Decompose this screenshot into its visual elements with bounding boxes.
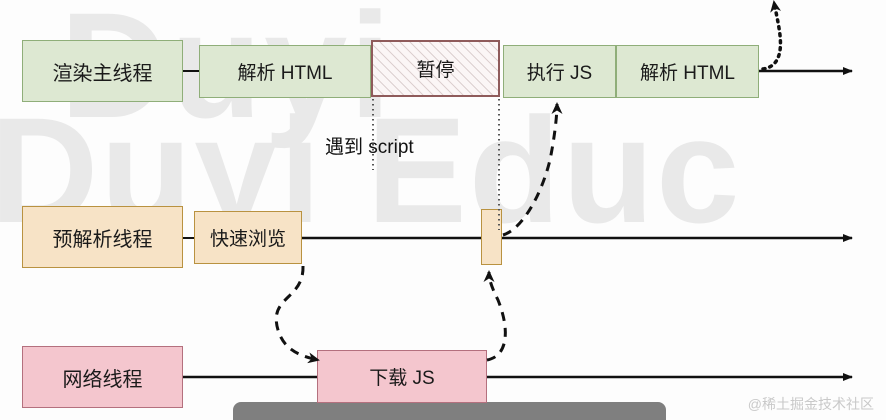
segment-label: 暂停 — [416, 60, 455, 81]
bottom-gray-bar — [233, 402, 666, 420]
connector-parsehtml-to-next — [761, 0, 783, 71]
lane-label-preparse-thread: 预解析线程 — [22, 206, 183, 268]
segment-label: 执行 JS — [526, 63, 593, 84]
lane-label-text: 渲染主线程 — [52, 62, 153, 85]
segment-execute-js: 执行 JS — [503, 45, 616, 98]
segment-download-js: 下载 JS — [317, 350, 487, 403]
segment-label: 下载 JS — [369, 368, 435, 389]
lane-label-text: 预解析线程 — [52, 228, 153, 251]
lane-label-network-thread: 网络线程 — [22, 346, 183, 408]
segment-parse-html-2: 解析 HTML — [616, 45, 759, 98]
segment-parse-html-1: 解析 HTML — [199, 45, 371, 98]
lane-label-text: 网络线程 — [62, 368, 143, 391]
annotation-encounter-script: 遇到 script — [325, 137, 414, 158]
segment-quick-scan: 快速浏览 — [194, 211, 302, 264]
corner-watermark: @稀土掘金技术社区 — [747, 396, 874, 412]
segment-pause: 暂停 — [371, 40, 500, 97]
segment-label: 快速浏览 — [209, 229, 286, 250]
lane-label-render-main-thread: 渲染主线程 — [22, 40, 183, 102]
segment-receive-marker — [481, 209, 502, 265]
connector-quickscan-to-download — [274, 265, 320, 364]
connector-download-to-preparse — [483, 270, 507, 362]
segment-label: 解析 HTML — [639, 63, 735, 84]
segment-label: 解析 HTML — [237, 63, 333, 84]
